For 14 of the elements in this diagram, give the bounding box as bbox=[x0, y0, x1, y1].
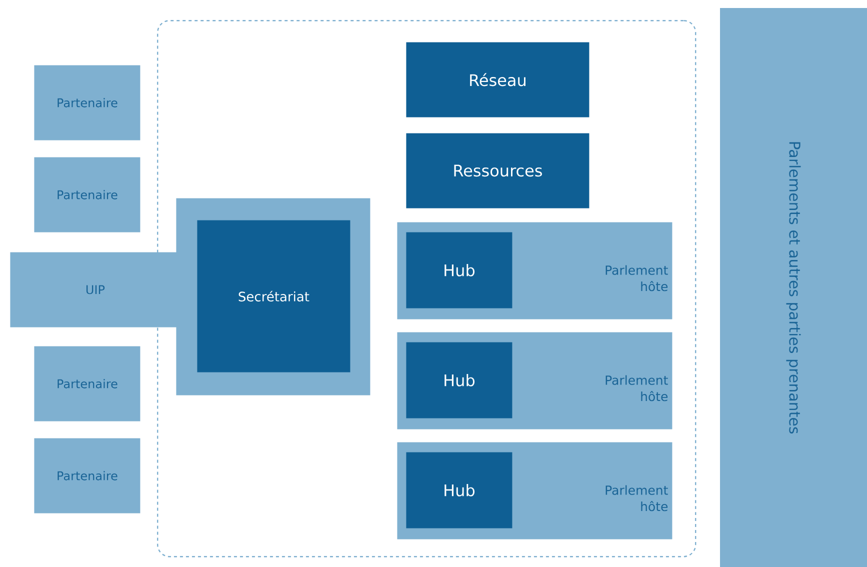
resources-box: Ressources bbox=[406, 133, 590, 208]
node-label: UIP bbox=[86, 285, 105, 294]
hub-box: Hub bbox=[406, 342, 512, 418]
secretariat-box: Secrétariat bbox=[197, 220, 350, 372]
stakeholders-band: Parlements et autres parties prenantes bbox=[720, 8, 867, 567]
dashed-frame bbox=[157, 20, 696, 558]
hub-box: Hub bbox=[406, 232, 512, 308]
network-box: Réseau bbox=[406, 42, 590, 118]
uip-box: UIP bbox=[10, 252, 180, 328]
partner-box: Partenaire bbox=[34, 65, 140, 140]
partner-box: Partenaire bbox=[34, 438, 140, 514]
partner-box: Partenaire bbox=[34, 346, 140, 422]
partner-box: Partenaire bbox=[34, 157, 140, 232]
hub-box: Hub bbox=[406, 452, 512, 528]
